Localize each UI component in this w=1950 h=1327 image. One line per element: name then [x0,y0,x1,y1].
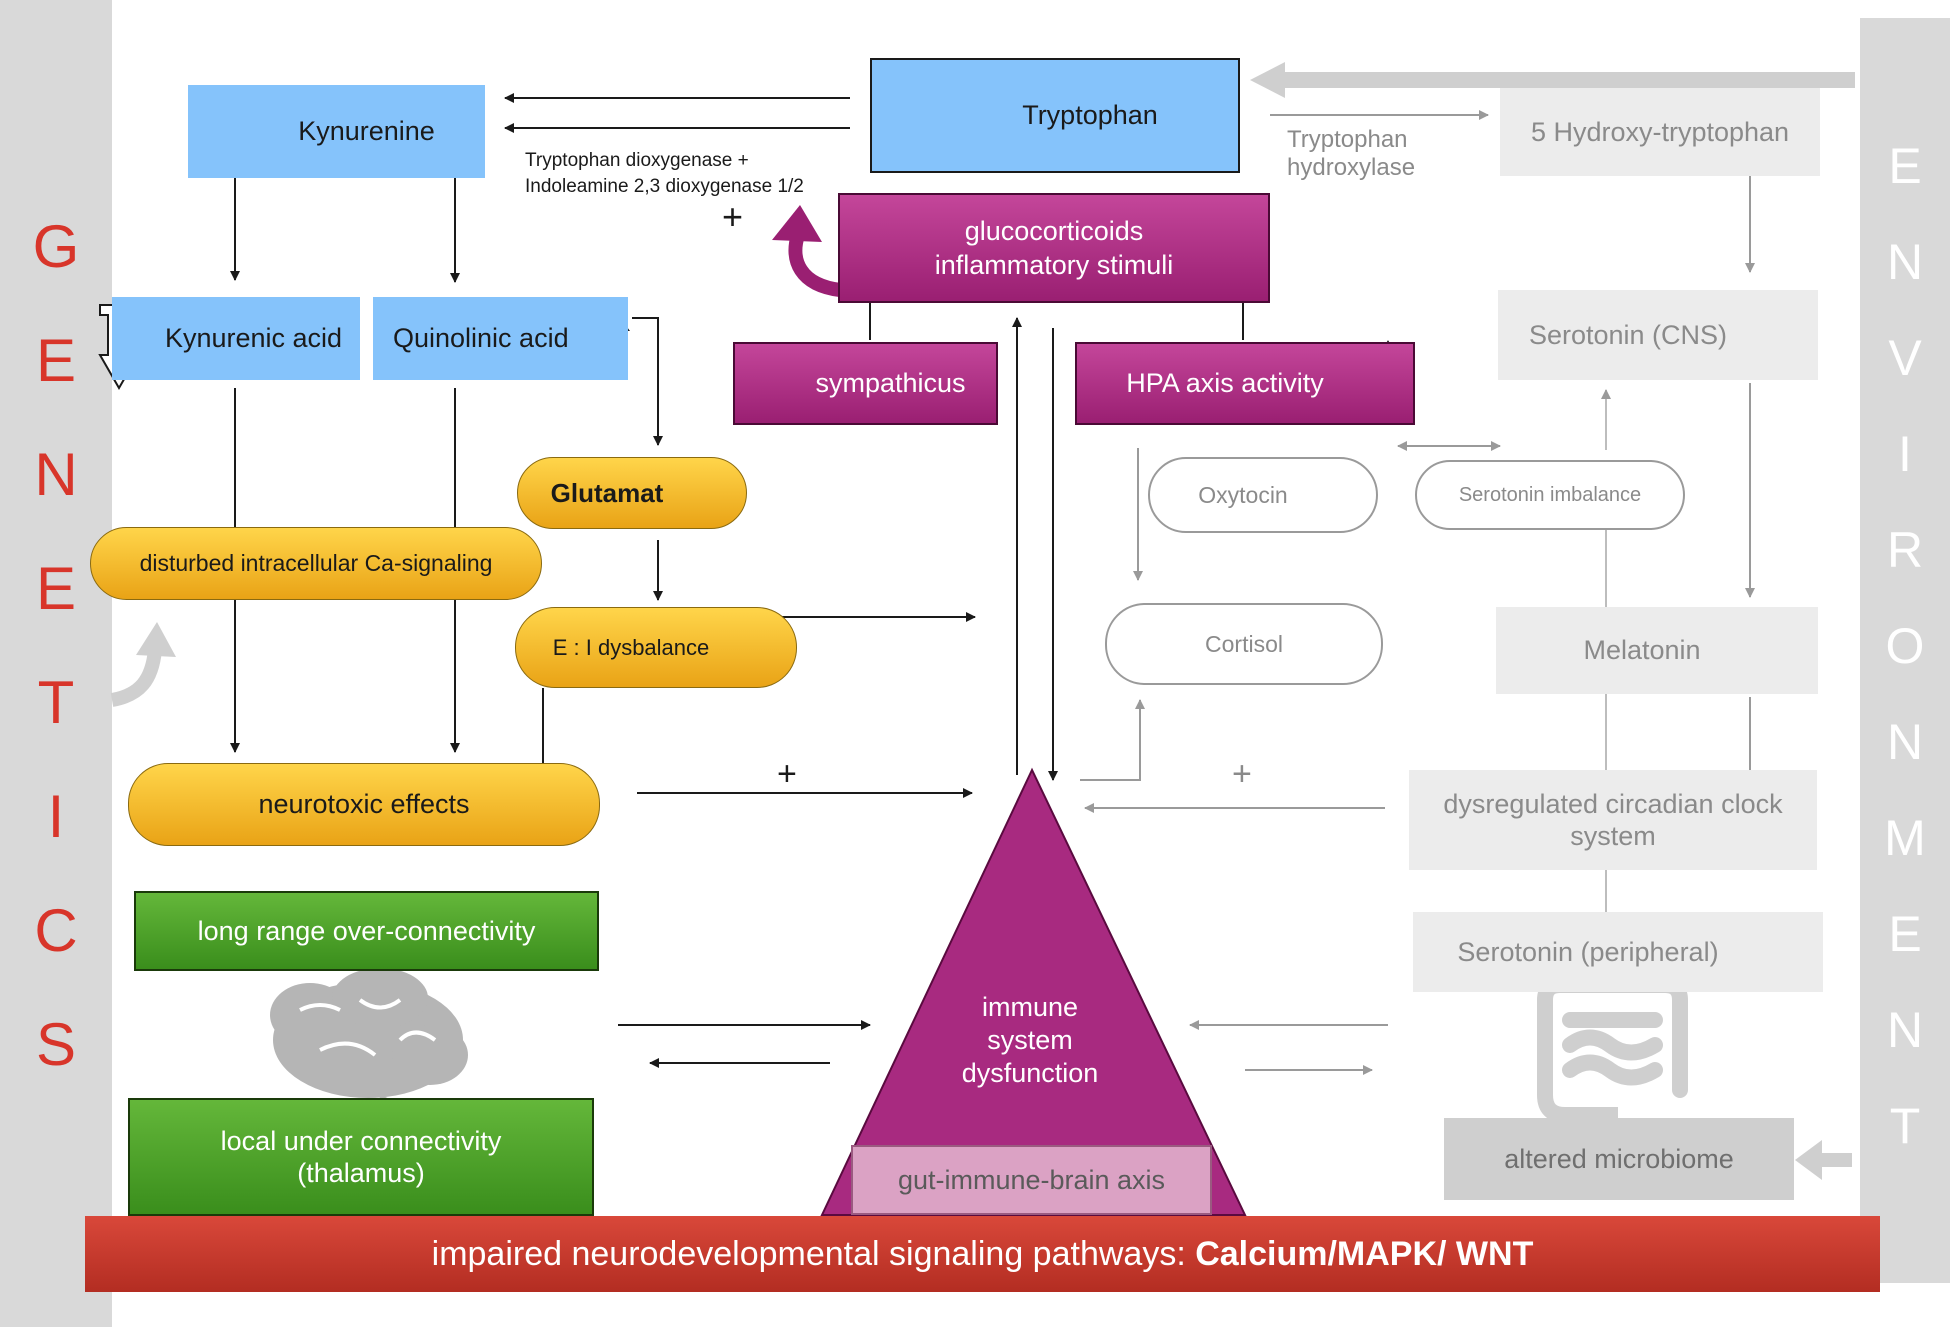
serotonin-imbalance-label: Serotonin imbalance [1458,483,1642,506]
microbiome-node: altered microbiome [1444,1118,1794,1200]
kynurenine-label: Kynurenine [298,116,435,146]
environment-letter: V [1888,330,1922,386]
plus-sign: + [777,755,797,793]
circadian-label: dysregulated circadian clock system [1443,789,1783,851]
enzyme-label: Tryptophan dioxygenase + Indoleamine 2,3… [525,150,804,197]
tryptophan-label: Tryptophan [1022,100,1158,130]
plus-sign: + [1232,755,1252,793]
environment-letter: E [1888,138,1922,194]
environment-letter: O [1885,618,1925,674]
cortisol-node: Cortisol [1105,603,1383,685]
neurotoxic-label: neurotoxic effects [258,789,470,819]
hydroxy-tryptophan-node: 5 Hydroxy-tryptophan [1500,88,1820,176]
environment-letter: E [1888,906,1922,962]
serotonin-peripheral-label: Serotonin (peripheral) [1457,936,1719,967]
genetics-letter: S [35,1011,77,1078]
environment-label: E N V I R O N M E N T [1870,118,1940,1174]
environment-letter: R [1886,522,1924,578]
glutamat-node: Glutamat [517,457,747,529]
brain-icon [270,968,468,1100]
under-connectivity-label: local under connectivity (thalamus) [220,1126,502,1188]
genetics-letter: I [47,783,65,850]
signaling-banner: impaired neurodevelopmental signaling pa… [85,1216,1880,1292]
serotonin-imbalance-node: Serotonin imbalance [1415,460,1685,530]
serotonin-cns-node: Serotonin (CNS) [1498,290,1818,380]
sympathicus-node: sympathicus [733,342,998,425]
neurotoxic-node: neurotoxic effects [128,763,600,846]
environment-bar [1860,18,1950,1283]
immune-triangle [820,767,1247,1216]
sympathicus-label: sympathicus [815,368,966,398]
melatonin-node: Melatonin [1496,607,1818,694]
environment-letter: T [1889,1098,1921,1154]
ca-signaling-label: disturbed intracellular Ca-signaling [139,550,493,576]
kynurenic-acid-label: Kynurenic acid [164,323,343,353]
serotonin-peripheral-node: Serotonin (peripheral) [1413,912,1823,992]
hpa-axis-node: HPA axis activity [1075,342,1415,425]
quinolinic-acid-node: Quinolinic acid [373,297,628,380]
melatonin-label: Melatonin [1583,635,1701,665]
glutamat-label: Glutamat [550,477,664,508]
over-connectivity-label: long range over-connectivity [197,915,536,946]
glucocorticoids-label: glucocorticoids inflammatory stimuli [934,216,1174,280]
over-connectivity-node: long range over-connectivity [134,891,599,971]
genetics-letter: G [32,213,80,280]
genetics-label: G E N E T I C S [20,190,92,1102]
genetics-letter: C [34,897,78,964]
ei-dysbalance-label: E : I dysbalance [552,634,710,660]
environment-letter: N [1886,234,1924,290]
banner-prefix: impaired neurodevelopmental signaling pa… [431,1234,1196,1273]
ei-dysbalance-node: E : I dysbalance [515,607,797,688]
serotonin-cns-label: Serotonin (CNS) [1528,319,1728,350]
under-connectivity-node: local under connectivity (thalamus) [128,1098,594,1216]
tryptophan-node: Tryptophan [870,58,1240,173]
hpa-axis-label: HPA axis activity [1126,368,1324,398]
banner-bold: Calcium/MAPK/ WNT [1195,1234,1534,1273]
oxytocin-label: Oxytocin [1198,481,1288,508]
hydroxy-tryptophan-label: 5 Hydroxy-tryptophan [1530,116,1790,147]
genetics-letter: T [37,669,75,736]
ca-signaling-node: disturbed intracellular Ca-signaling [90,527,542,600]
gut-axis-node: gut-immune-brain axis [851,1145,1212,1215]
environment-letter: N [1886,714,1924,770]
intestine-icon [1537,977,1688,1148]
genetics-letter: N [34,441,78,508]
microbiome-label: altered microbiome [1504,1143,1734,1174]
quinolinic-acid-label: Quinolinic acid [393,323,569,353]
oxytocin-node: Oxytocin [1148,457,1378,533]
environment-letter: M [1884,810,1926,866]
kynurenine-node: Kynurenine [188,85,485,178]
kynurenic-acid-node: Kynurenic acid [112,297,360,380]
circadian-node: dysregulated circadian clock system [1409,770,1817,870]
genetics-letter: E [35,555,77,622]
tryptophan-hydroxylase-label: Tryptophan hydroxylase [1287,126,1416,181]
genetics-bar [0,0,112,1327]
plus-sign: + [722,196,744,237]
genetics-letter: E [35,327,77,394]
gut-axis-label: gut-immune-brain axis [897,1164,1166,1195]
cortisol-label: Cortisol [1205,630,1283,657]
immune-label: immune system dysfunction [961,991,1099,1088]
environment-letter: I [1898,426,1912,482]
environment-letter: N [1886,1002,1924,1058]
glucocorticoids-node: glucocorticoids inflammatory stimuli [838,193,1270,303]
